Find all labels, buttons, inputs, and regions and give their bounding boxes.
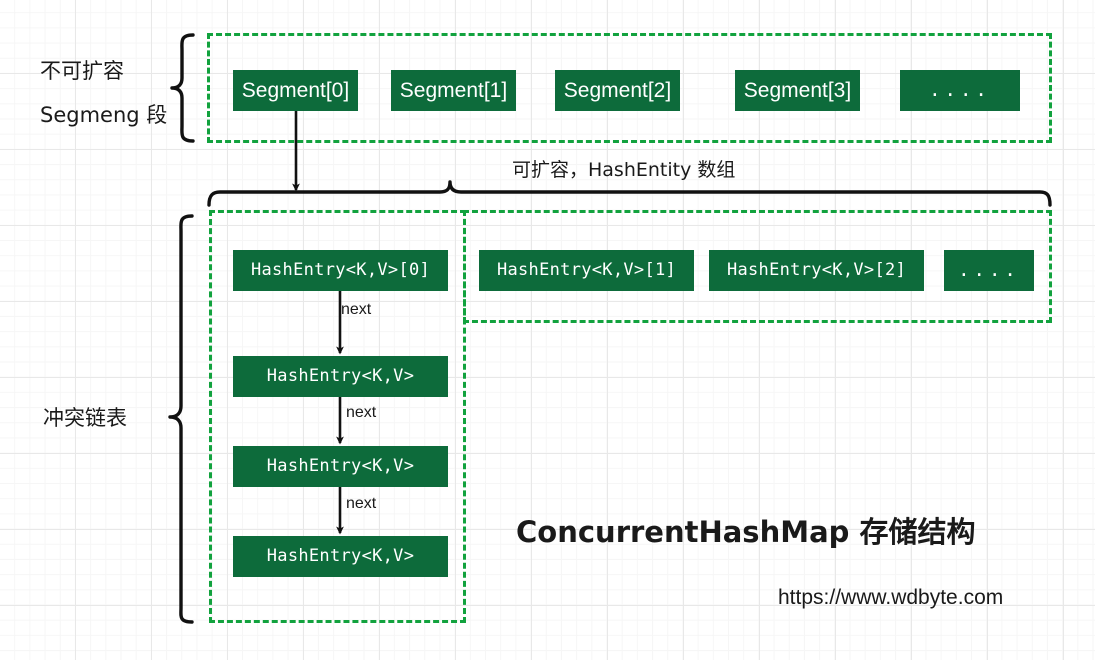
hashentry-array-label: HashEntry<K,V>[2] (726, 260, 907, 280)
segment-box-0[interactable]: Segment[0] (233, 70, 358, 111)
collision-chain-brace (168, 214, 194, 624)
hashentity-array-brace (207, 180, 1052, 207)
hashentry-array-box-1[interactable]: HashEntry<K,V>[1] (479, 250, 694, 291)
diagram-title: ConcurrentHashMap 存储结构 (516, 515, 976, 549)
hashentry-array-label: .... (958, 259, 1020, 281)
source-url: https://www.wdbyte.com (778, 586, 1004, 609)
segment-box-1[interactable]: Segment[1] (391, 70, 516, 111)
segment-box-2[interactable]: Segment[2] (555, 70, 680, 111)
hashentry-array-box-2[interactable]: HashEntry<K,V>[2] (709, 250, 924, 291)
segment-box-label: Segment[0] (241, 79, 350, 102)
hashentry-array-label: HashEntry<K,V>[0] (250, 260, 431, 280)
segment-box-label: Segment[3] (743, 79, 852, 102)
segment-array-container (207, 33, 1052, 143)
segment-box-3[interactable]: Segment[3] (735, 70, 860, 111)
next-label-0: next (341, 301, 372, 318)
segment-group-brace (170, 33, 195, 143)
chain-box-2[interactable]: HashEntry<K,V> (233, 536, 448, 577)
hashentry-array-box-ellipsis[interactable]: .... (944, 250, 1034, 291)
segment-group-label-line1: 不可扩容 (40, 59, 124, 83)
segment-group-label-line2: Segmeng 段 (40, 103, 168, 127)
collision-chain-group-label: 冲突链表 (43, 406, 127, 430)
chain-box-label: HashEntry<K,V> (266, 546, 415, 566)
hashentity-array-group-label: 可扩容，HashEntity 数组 (512, 159, 736, 181)
hashentry-array-box-0[interactable]: HashEntry<K,V>[0] (233, 250, 448, 291)
collision-chain-container (209, 210, 466, 623)
chain-box-label: HashEntry<K,V> (266, 366, 415, 386)
segment-box-label: Segment[2] (563, 79, 672, 102)
segment-box-label: Segment[1] (399, 79, 508, 102)
segment-box-ellipsis[interactable]: .... (900, 70, 1020, 111)
chain-box-label: HashEntry<K,V> (266, 456, 415, 476)
next-label-1: next (346, 404, 377, 421)
segment-box-label: .... (929, 79, 991, 101)
chain-box-1[interactable]: HashEntry<K,V> (233, 446, 448, 487)
chain-box-0[interactable]: HashEntry<K,V> (233, 356, 448, 397)
next-label-2: next (346, 495, 377, 512)
hashentry-array-label: HashEntry<K,V>[1] (496, 260, 677, 280)
